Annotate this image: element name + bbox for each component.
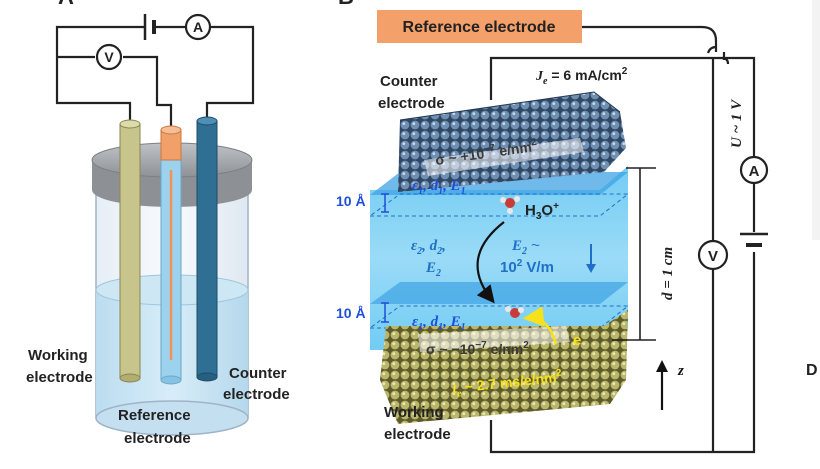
panel-label-a: A [58,0,74,9]
working-rod [119,119,141,383]
bulk-electrolyte-label: ε2, d2, [411,238,446,257]
panel-a-wiring [55,25,255,130]
working-electrode-label-b: Working electrode [384,404,451,443]
working-electrode-slab [380,310,628,424]
field-direction-arrow [586,244,596,273]
counter-electrode-label: Counter electrode [223,365,291,403]
counter-electrode-label-b: Counter electrode [378,73,445,112]
svg-text:V: V [104,49,114,65]
interfacial-layer-top-label: ε1, d1, E1 [412,178,466,197]
counter-rod [196,116,218,382]
svg-text:V: V [708,248,718,265]
bulk-field-value: 102 V/m [500,258,554,276]
water-molecule [505,306,524,318]
counter-electrode-slab [398,91,626,192]
panel-b-voltmeter: V [697,239,729,271]
distance-marker [612,167,656,341]
svg-text:Reference electrode: Reference electrode [403,19,556,36]
working-electrode-label: Working electrode [26,347,93,386]
panel-b-ammeter: A [739,155,769,185]
z-axis-label: z [677,363,684,379]
voltage-label: U ~ 1 V [729,98,745,148]
panel-a-battery [143,14,156,40]
interfacial-layer-bottom-label: ε1, d1, E1 [412,314,466,333]
panel-a-voltmeter: V [95,43,123,71]
panel-b: B Reference electrode A [336,0,769,454]
reference-rod [160,125,182,385]
proton-transfer-arrow [476,221,505,304]
svg-text:A: A [749,163,760,180]
distance-label: d = 1 cm [660,247,676,300]
thickness-brackets [381,193,389,323]
bulk-field-symbol: E2 [425,260,441,279]
panel-label-d: D [806,362,818,379]
sigma-bottom-label: σ ~ −10−7 e/nm2 [426,340,529,357]
panel-a-ammeter: A [184,13,212,41]
panel-c-edge [812,0,820,240]
electrolyte [368,166,630,350]
panel-label-b: B [338,0,354,9]
electron-arrow [522,306,558,345]
layer-thickness-top: 10 Å [336,193,366,209]
hydronium-ion [500,196,520,214]
z-axis-arrow [656,360,668,410]
layer-thickness-bottom: 10 Å [336,305,366,321]
sigma-top-label: σ ~ +10−7 e/nm2 [434,137,539,168]
electron-label: e [573,332,581,349]
panel-b-wiring [489,25,756,454]
panel-a: A A V [26,0,291,447]
bulk-field-label: E2 ~ [511,237,540,257]
current-density-label: Je = 6 mA/cm2 [535,66,628,87]
hydronium-label: H3O+ [525,201,559,222]
svg-text:A: A [193,19,203,35]
reference-electrode-box: Reference electrode [377,10,582,43]
panel-b-battery [740,232,768,247]
reference-electrode-label: Reference electrode [118,407,195,447]
